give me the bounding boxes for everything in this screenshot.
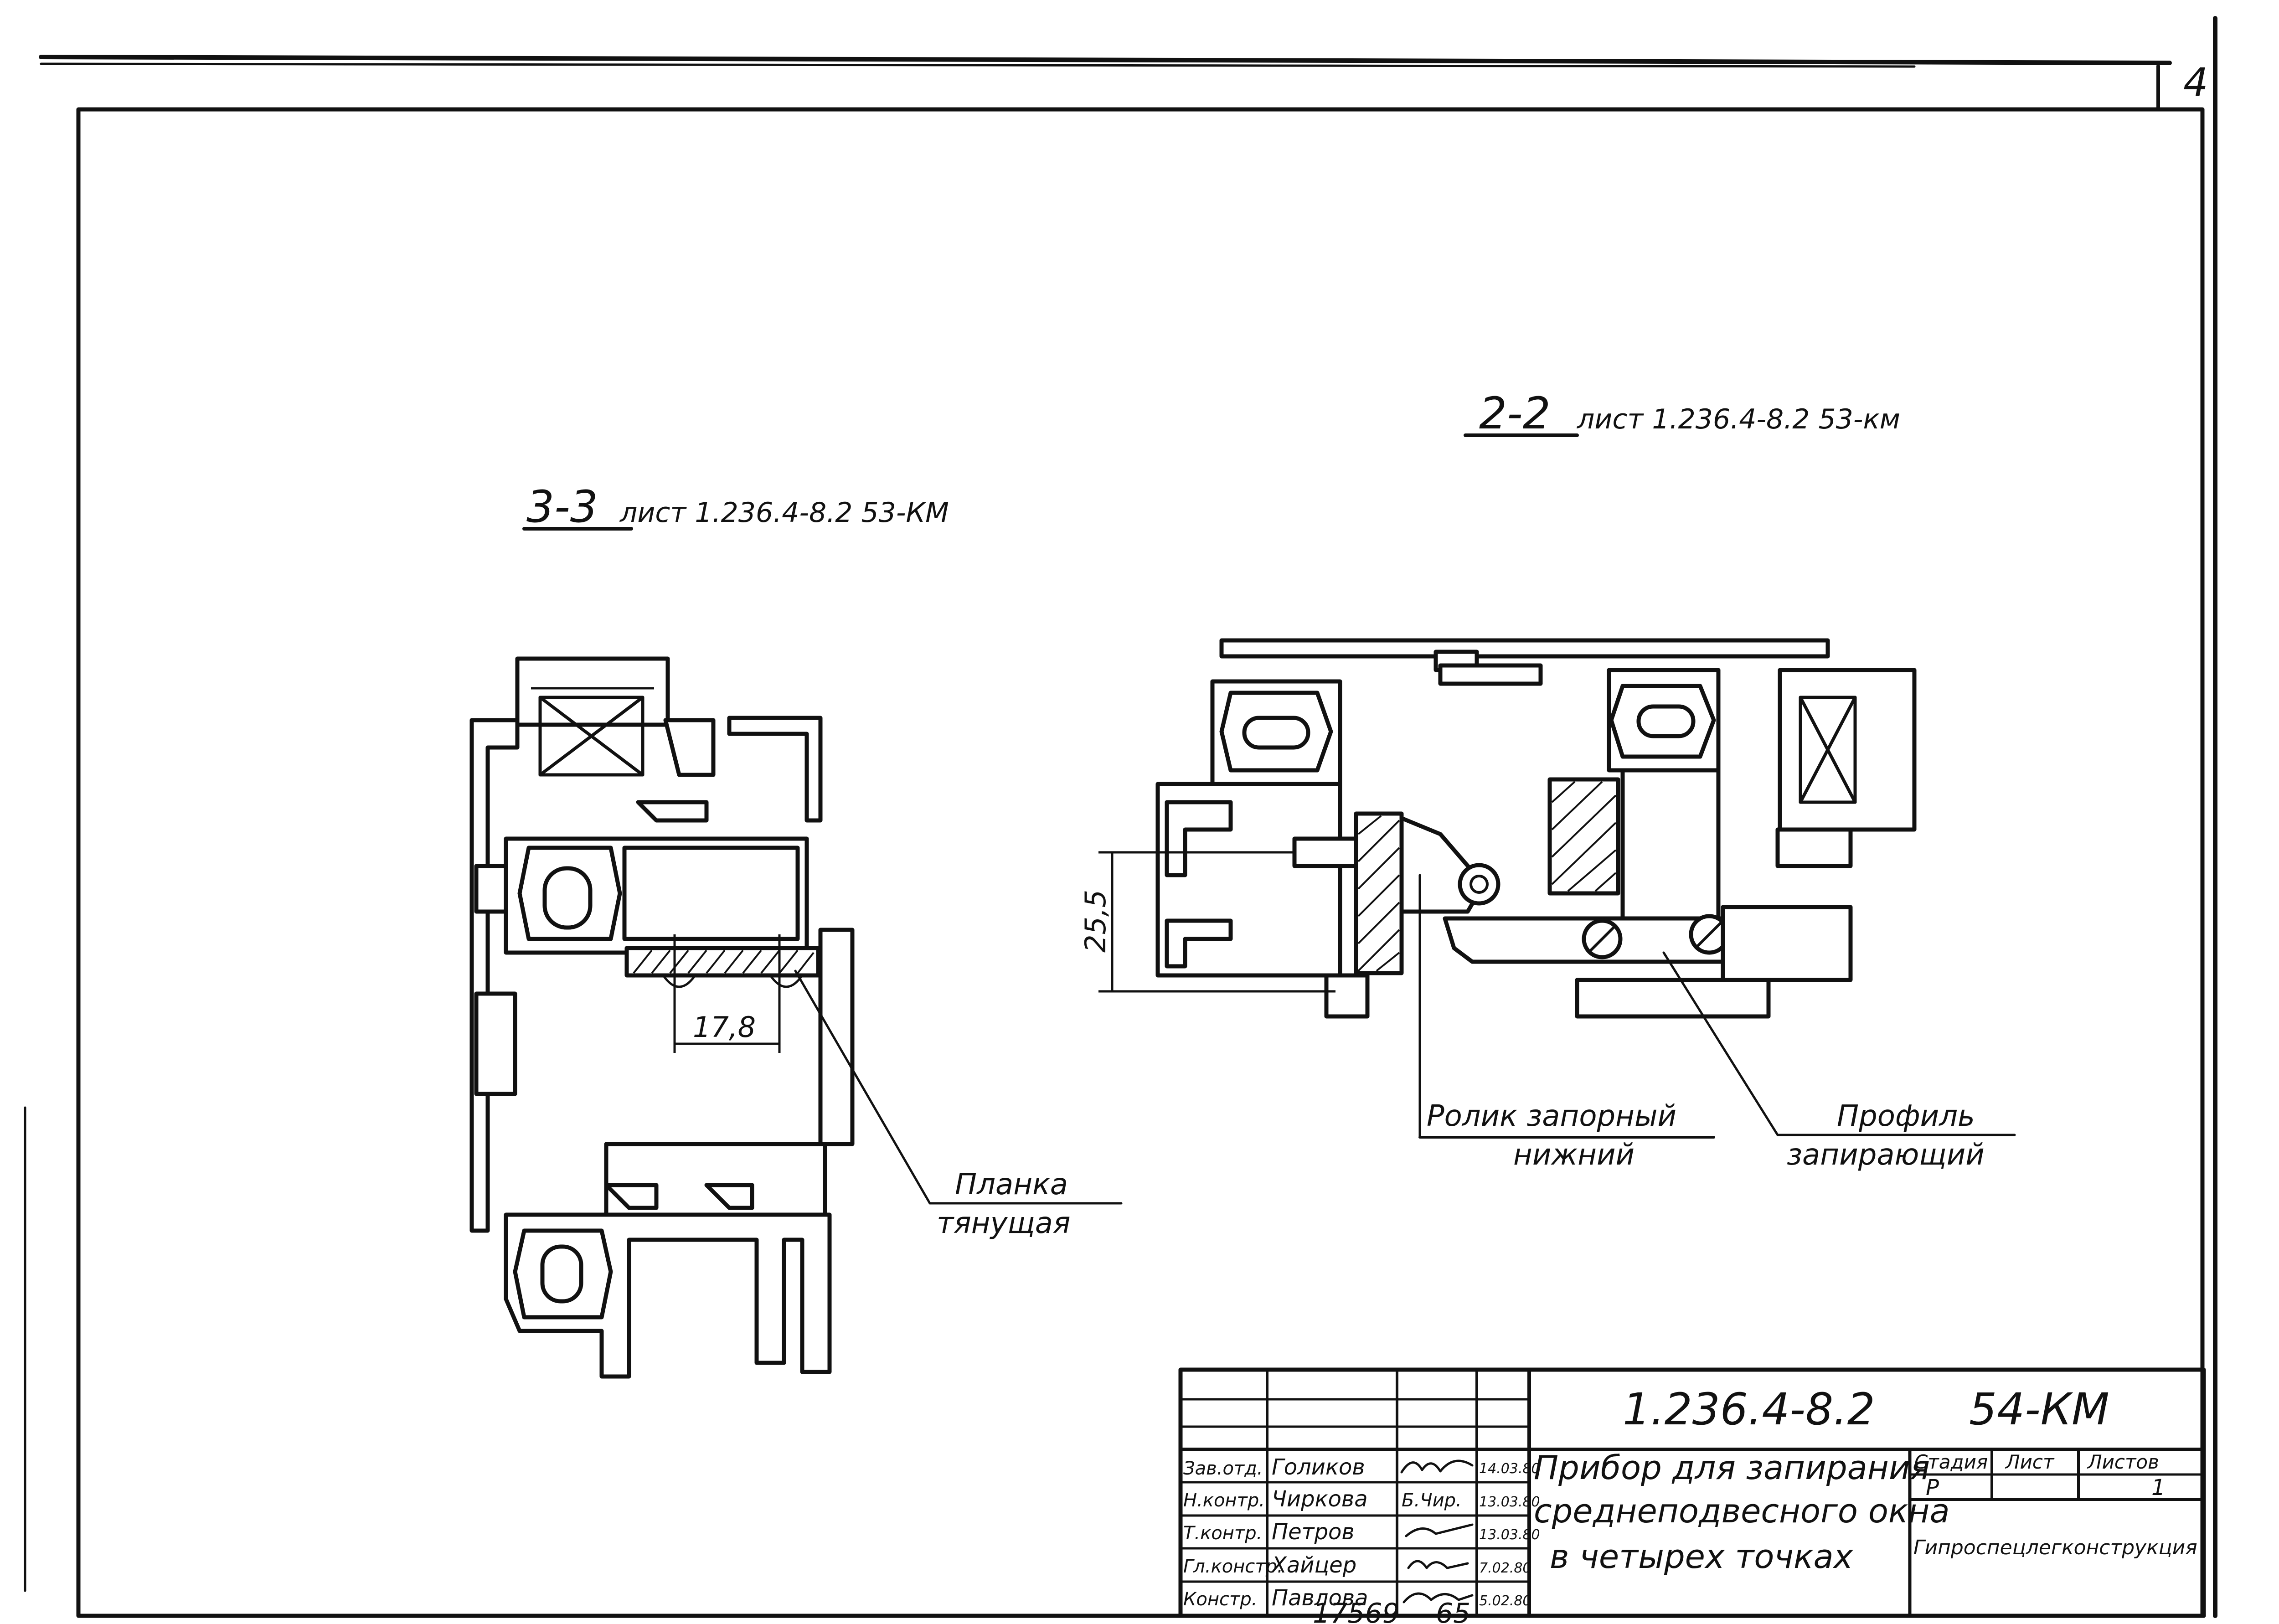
- right-frame-wall: [818, 928, 855, 1146]
- section-2-2: 2-2 лист 1.236.4-8.2 53-км: [1079, 388, 2016, 1172]
- pulling-plate: [624, 946, 820, 978]
- section-3-3-mark: 3-3: [526, 481, 598, 532]
- archive-number: 17569: [1313, 1598, 1400, 1624]
- dimension-25-5-extensions: [1098, 851, 1335, 993]
- top-edge-line-secondary: [40, 62, 1916, 68]
- top-edge-line: [39, 55, 2172, 65]
- signature-5: [1402, 1592, 1474, 1603]
- sheet-header: Лист: [2005, 1451, 2055, 1473]
- staff-date-4: 7.02.80: [1479, 1560, 1531, 1576]
- glass-unit-right: [1778, 668, 1917, 832]
- staff-date-1: 14.03.80: [1479, 1461, 1540, 1477]
- document-sheet-code: 54-КМ: [1969, 1384, 2109, 1435]
- staff-name-1: Голиков: [1272, 1454, 1365, 1480]
- callout-nizhnii: нижний: [1513, 1138, 1634, 1172]
- staff-role-2: Н.контр.: [1183, 1490, 1265, 1511]
- glass-cross: [538, 696, 645, 777]
- bolt-shaft: [1292, 836, 1361, 868]
- dimension-17-8: 17,8: [693, 1010, 756, 1044]
- drawing-frame: [76, 107, 2205, 1618]
- callout-profil: Профиль: [1837, 1099, 1975, 1133]
- callout-planka: Планка: [955, 1168, 1068, 1201]
- staff-signature-2: Б.Чир.: [1402, 1490, 1462, 1511]
- staff-role-4: Гл.констр.: [1183, 1556, 1283, 1577]
- dimension-25-5: 25,5: [1079, 890, 1112, 953]
- staff-name-5: Павлова: [1272, 1585, 1368, 1611]
- upper-roller: [1458, 863, 1500, 906]
- organization-name: Гипроспецлегконструкция: [1913, 1536, 2197, 1559]
- section-2-2-reference: лист 1.236.4-8.2 53-км: [1577, 403, 1900, 435]
- staff-date-2: 13.03.80: [1479, 1494, 1540, 1510]
- staff-role-1: Зав.отд.: [1183, 1458, 1263, 1479]
- sheets-header: Листов: [2087, 1451, 2159, 1473]
- section-2-2-mark: 2-2: [1479, 388, 1551, 439]
- pulling-plate-hatch: [633, 949, 815, 974]
- callout-zapirayushchii: запирающий: [1787, 1138, 1985, 1172]
- staff-date-5: 5.02.80: [1479, 1593, 1531, 1609]
- staff-name-3: Петров: [1272, 1519, 1355, 1545]
- section-3-3-reference: лист 1.236.4-8.2 53-КМ: [619, 497, 949, 529]
- outer-frame-left-wall: [469, 718, 520, 1233]
- top-flange: [1219, 638, 1830, 659]
- signature-1: [1400, 1459, 1474, 1474]
- stage-value: Р: [1926, 1475, 1939, 1500]
- archive-sheet: 65: [1436, 1598, 1470, 1624]
- signature-4: [1407, 1560, 1469, 1569]
- staff-name-2: Чиркова: [1272, 1486, 1368, 1512]
- sheets-value: 1: [2151, 1475, 2166, 1500]
- callout-rolik-zapornyi: Ролик запорный: [1427, 1099, 1676, 1133]
- title-line-1: Прибор для запирания: [1534, 1449, 1930, 1487]
- title-line-3: в четырех точках: [1550, 1537, 1854, 1576]
- staff-role-3: Т.контр.: [1183, 1523, 1262, 1544]
- profile-leader: [1662, 951, 2016, 1136]
- pulling-plate-hooks: [662, 974, 804, 988]
- document-code: 1.236.4-8.2: [1623, 1384, 1875, 1435]
- title-block: 1.236.4-8.2 54-КМ Прибор для запирания с…: [1178, 1367, 2206, 1624]
- staff-name-4: Хайцер: [1270, 1552, 1356, 1578]
- signature-3: [1405, 1523, 1474, 1537]
- staff-date-3: 13.03.80: [1479, 1527, 1540, 1543]
- dimension-extension-lines: [673, 934, 781, 1053]
- stage-header: Стадия: [1914, 1451, 1988, 1473]
- title-block-frame: [1178, 1367, 2206, 1618]
- glass-cross-right: [1799, 696, 1857, 804]
- section-3-3: 3-3 лист 1.236.4-8.2 53-КМ 17,8: [469, 481, 1123, 1379]
- upper-channel: [727, 716, 823, 823]
- sheet-corner-number: 4: [2183, 60, 2208, 105]
- callout-tyanushchaya: тянущая: [937, 1206, 1071, 1240]
- pulling-plate-leader: [794, 969, 1123, 1205]
- staff-role-5: Констр.: [1183, 1589, 1257, 1610]
- title-line-2: среднеподвесного окна: [1534, 1492, 1950, 1530]
